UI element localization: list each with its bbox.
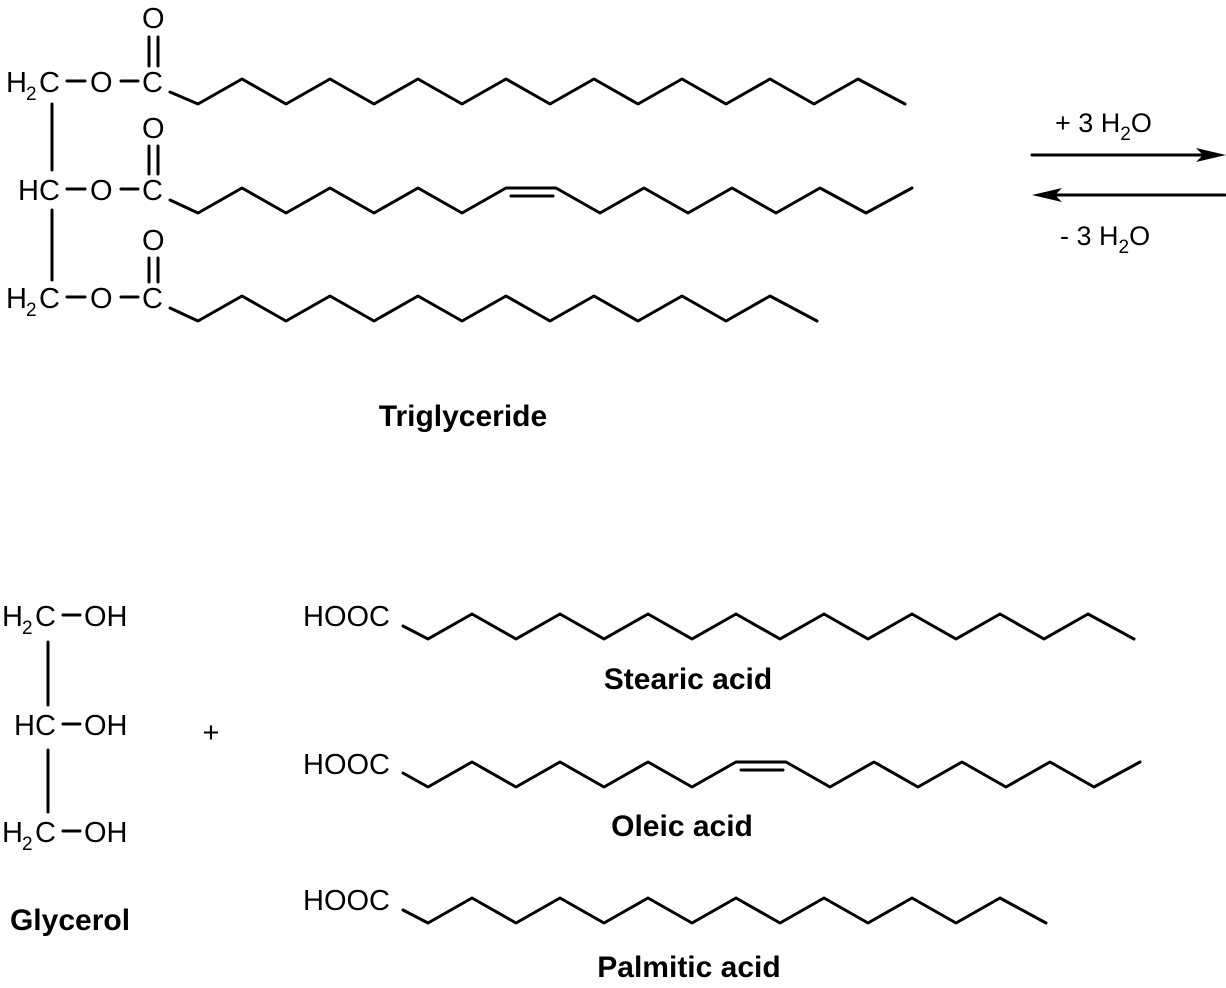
palmitic-acid-structure: HOOC Palmitic acid — [303, 885, 1048, 984]
atom-HOOC: HOOC — [303, 885, 390, 917]
atom-C: C — [142, 283, 163, 315]
atom-H: H — [6, 67, 27, 99]
atom-HC: HC — [14, 710, 56, 742]
atom-H: H — [2, 601, 23, 633]
atom-H: H — [2, 817, 23, 849]
atom-O: O — [142, 225, 165, 257]
palmitic-chain — [401, 896, 1048, 925]
atom-OH: OH — [84, 817, 128, 849]
atom-C: C — [142, 175, 163, 207]
subscript-2: 2 — [26, 300, 37, 321]
atom-C: C — [39, 283, 60, 315]
reaction-arrows: + 3 H2O - 3 H2O — [1030, 108, 1226, 258]
glycerol-label: Glycerol — [10, 904, 130, 937]
atom-HOOC: HOOC — [303, 601, 390, 633]
stearic-chain — [401, 612, 1136, 641]
triglyceride-label: Triglyceride — [379, 400, 547, 433]
atom-C: C — [35, 601, 56, 633]
oleoyl-chain — [168, 186, 914, 215]
palmitic-acid-label: Palmitic acid — [597, 951, 780, 984]
reverse-condition: - 3 H2O — [1060, 221, 1150, 258]
atom-OH: OH — [84, 601, 128, 633]
atom-O: O — [90, 67, 113, 99]
subscript-2: 2 — [22, 618, 33, 639]
forward-condition: + 3 H2O — [1055, 108, 1152, 145]
atom-O: O — [142, 113, 165, 145]
palmitoyl-chain — [168, 294, 819, 323]
stearic-acid-structure: HOOC Stearic acid — [303, 601, 1136, 696]
atom-C: C — [39, 67, 60, 99]
oleic-acid-label: Oleic acid — [611, 810, 753, 843]
subscript-2: 2 — [22, 834, 33, 855]
stearic-acid-label: Stearic acid — [604, 663, 772, 696]
stearoyl-chain — [168, 77, 907, 106]
atom-H: H — [6, 283, 27, 315]
atom-C: C — [35, 817, 56, 849]
forward-arrowhead — [1196, 148, 1226, 162]
atom-O: O — [142, 3, 165, 35]
atom-O: O — [90, 283, 113, 315]
glycerol-structure: H 2 C OH HC OH H 2 C OH Glycerol — [2, 601, 130, 937]
atom-O: O — [90, 175, 113, 207]
reverse-arrowhead — [1032, 188, 1062, 202]
oleic-acid-structure: HOOC Oleic acid — [303, 749, 1142, 843]
atom-HOOC: HOOC — [303, 749, 390, 781]
triglyceride-structure: H 2 C O C O HC O C O H 2 C O C O — [6, 3, 914, 433]
atom-HC: HC — [18, 175, 60, 207]
plus-sign: + — [203, 717, 220, 749]
atom-C: C — [142, 67, 163, 99]
subscript-2: 2 — [26, 84, 37, 105]
oleic-chain — [401, 760, 1142, 789]
atom-OH: OH — [84, 710, 128, 742]
